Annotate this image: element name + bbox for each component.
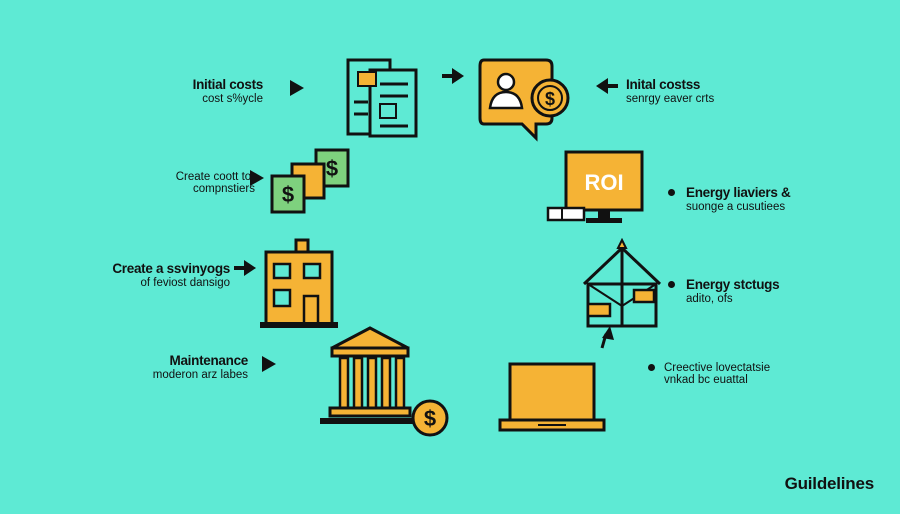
svg-text:$: $ <box>545 89 555 109</box>
brand-logo-text: Guildelines <box>784 474 875 493</box>
arrow-right-icon <box>250 170 264 186</box>
arrow-right-icon <box>262 356 276 372</box>
label-sub: cost s%ycle <box>202 93 263 106</box>
svg-text:$: $ <box>282 182 294 207</box>
label-create-savings: Create a ssvinyogs of feviost dansigo <box>112 261 230 290</box>
label-sub: adito, ofs <box>686 293 733 306</box>
arrow-right-icon <box>290 80 304 96</box>
label-inital-costss: Inital costss senrgy eaver crts <box>626 77 715 106</box>
label-title: Energy liaviers & <box>686 185 791 200</box>
arrow-left-icon <box>596 78 618 94</box>
bank-icon: $ <box>320 326 449 437</box>
svg-text:$: $ <box>424 406 436 431</box>
label-title: Inital costss <box>626 77 701 92</box>
bullet-dot <box>668 281 675 288</box>
house-icon <box>260 238 338 328</box>
roi-text: ROI <box>584 170 623 195</box>
bullet-dot <box>668 189 675 196</box>
money-bills-icon: $ $ <box>270 148 350 214</box>
documents-icon <box>346 58 418 138</box>
label-sub: moderon arz labes <box>152 369 248 382</box>
arrow-right-icon <box>234 260 256 276</box>
label-energy-savers: Energy liaviers & suonge a cusutiees <box>686 185 791 214</box>
laptop-icon <box>498 362 606 432</box>
label-sub: senrgy eaver crts <box>626 93 715 106</box>
label-maintenance: Maintenance moderon arz labes <box>152 353 249 382</box>
label-sub: Creective lovectatsie vnkad bc euattal <box>664 362 771 387</box>
label-title: Create a ssvinyogs <box>112 261 230 276</box>
chat-money-icon: $ <box>478 58 570 142</box>
roof-structure-icon <box>582 238 662 349</box>
svg-text:$: $ <box>326 156 338 181</box>
label-title: Initial costs <box>192 77 264 92</box>
label-title: Maintenance <box>169 353 249 368</box>
label-sub: Create coott tor compnstiers <box>175 171 255 196</box>
roi-monitor-icon: ROI <box>546 150 644 223</box>
label-energy-stctugs: Energy stctugs adito, ofs <box>686 277 780 306</box>
bullet-dot <box>648 364 655 371</box>
label-title: Energy stctugs <box>686 277 780 292</box>
label-creective: Creective lovectatsie vnkad bc euattal <box>664 361 770 386</box>
label-sub: suonge a cusutiees <box>686 201 786 214</box>
label-sub: of feviost dansigo <box>140 277 230 290</box>
label-initial-costs: Initial costs cost s%ycle <box>192 77 264 106</box>
label-create-cost: Create coott tor compnstiers <box>176 170 255 195</box>
arrow-right-icon <box>442 68 464 84</box>
